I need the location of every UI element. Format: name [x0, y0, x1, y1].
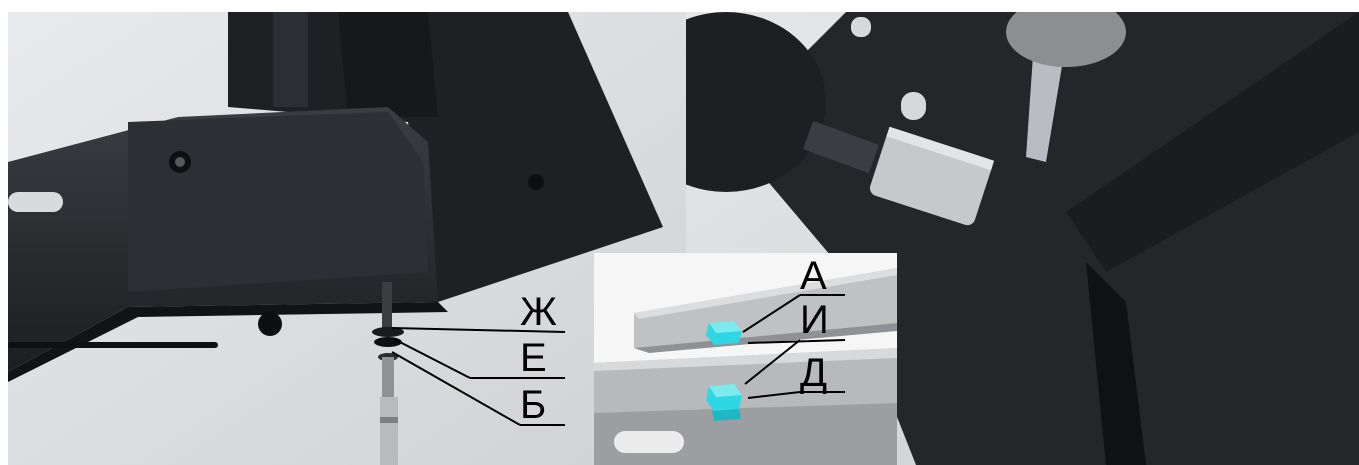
- label-zh: Ж: [520, 290, 557, 334]
- label-a: А: [800, 254, 827, 298]
- bolt-diagram-inset: [594, 253, 897, 465]
- label-e: Е: [520, 336, 547, 380]
- label-b: Б: [520, 383, 547, 427]
- label-i: И: [800, 298, 829, 342]
- socket-wrench-photo: [686, 12, 1359, 465]
- label-d: Д: [800, 351, 828, 395]
- bracket-assembly-photo: [8, 12, 698, 465]
